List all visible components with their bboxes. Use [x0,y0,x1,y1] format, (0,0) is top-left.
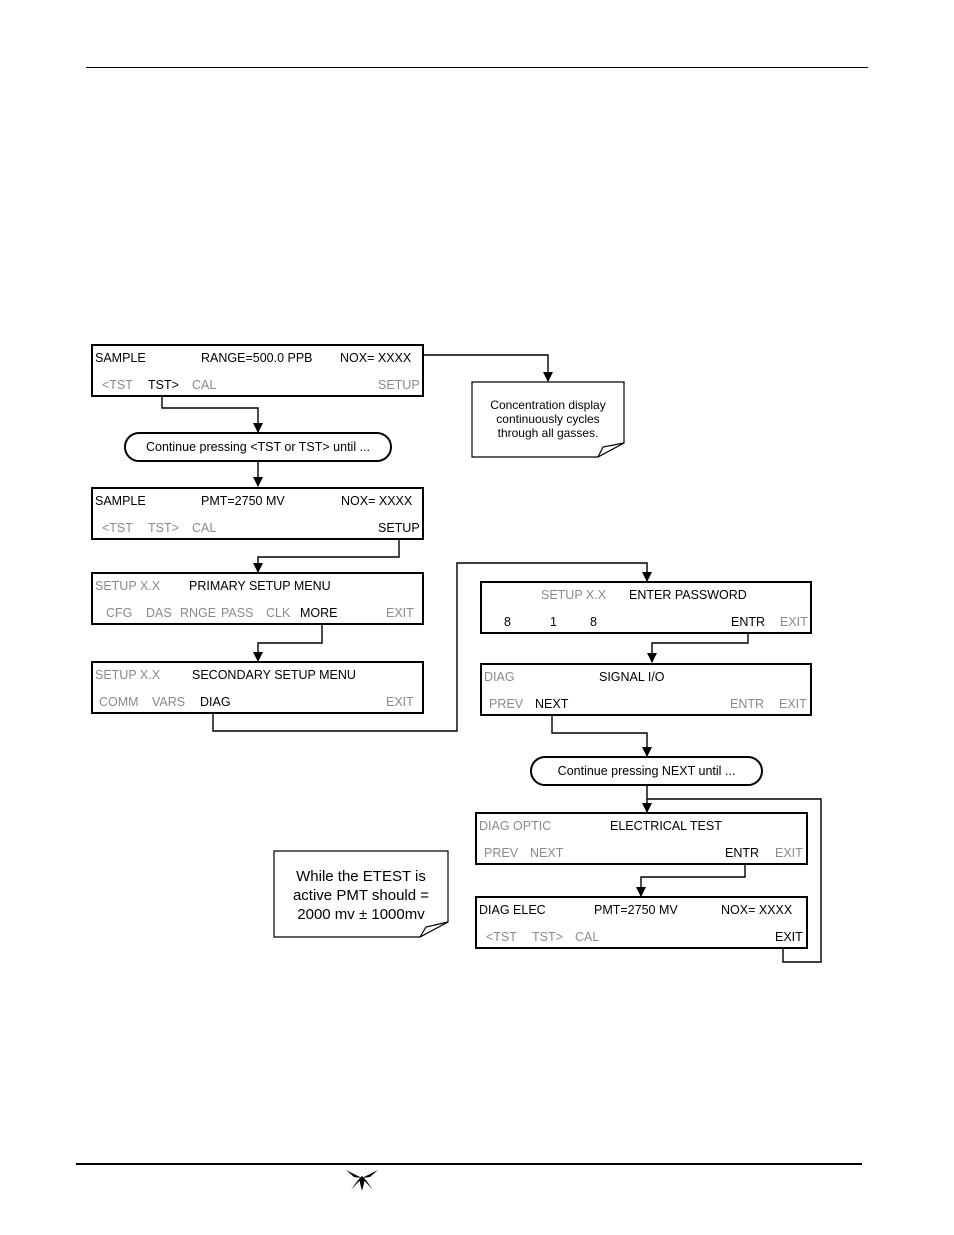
note-line: continuously cycles [496,412,600,426]
nox-readout: NOX= XXXX [340,351,412,365]
setup-version-label: SETUP X.X [95,668,161,682]
rnge-key[interactable]: RNGE [180,606,217,620]
bottom-rule [76,1163,862,1165]
screen-diag-elec: DIAG ELEC PMT=2750 MV NOX= XXXX <TST TST… [475,896,808,949]
menu-title: SECONDARY SETUP MENU [192,668,356,682]
entr-key[interactable]: ENTR [730,697,765,711]
entr-key[interactable]: ENTR [725,846,760,860]
diag-function-title: ELECTRICAL TEST [610,819,722,833]
screen-sample-pmt: SAMPLE PMT=2750 MV NOX= XXXX <TST TST> C… [91,487,424,540]
wire-nox-to-note [424,354,553,382]
tst-prev-key[interactable]: <TST [102,521,133,535]
pmt-readout: PMT=2750 MV [594,903,678,917]
wire-tst-to-oval [161,395,263,433]
diag-label: DIAG OPTIC [479,819,552,833]
note-line: active PMT should = [292,887,430,904]
screen-enter-password: SETUP X.X ENTER PASSWORD 8 1 8 ENTR EXIT [480,581,812,634]
note-line: 2000 mv ± 1000mv [297,906,425,923]
pass-key[interactable]: PASS [221,606,254,620]
wire-diag-to-password [212,562,652,732]
setup-version-label: SETUP X.X [541,588,607,602]
menu-title: PRIMARY SETUP MENU [189,579,331,593]
digit-key-3[interactable]: 8 [590,615,597,629]
exit-key[interactable]: EXIT [780,615,808,629]
diag-label: DIAG [484,670,515,684]
exit-key[interactable]: EXIT [386,695,414,709]
wire-next-to-oval [551,714,652,757]
prev-key[interactable]: PREV [484,846,519,860]
nox-readout: NOX= XXXX [721,903,793,917]
cal-key[interactable]: CAL [575,930,600,944]
range-readout: RANGE=500.0 PPB [201,351,313,365]
oval-text: Continue pressing [557,764,662,778]
screen-primary-setup-menu: SETUP X.X PRIMARY SETUP MENU CFG DAS RNG… [91,572,424,625]
oval-text: or [280,440,299,454]
diag-key[interactable]: DIAG [200,695,231,709]
note-box-etest [273,850,449,938]
vars-key[interactable]: VARS [152,695,186,709]
note-line: While the ETEST is [296,868,426,885]
wire-entr-to-elec [636,864,746,897]
exit-key[interactable]: EXIT [775,930,803,944]
more-key[interactable]: MORE [300,606,338,620]
note-line: Concentration display [490,398,606,412]
screen-secondary-setup-menu: SETUP X.X SECONDARY SETUP MENU COMM VARS… [91,661,424,714]
das-key[interactable]: DAS [146,606,172,620]
setup-key[interactable]: SETUP [378,378,420,392]
oval-key-tst-next: TST> [298,440,330,454]
note-etest-pmt: While the ETEST is active PMT should = 2… [274,867,448,924]
tst-next-key[interactable]: TST> [532,930,563,944]
pmt-readout: PMT=2750 MV [201,494,285,508]
screen-diag-signal-io: DIAG SIGNAL I/O PREV NEXT ENTR EXIT [480,663,812,716]
cfg-key[interactable]: CFG [106,606,133,620]
oval-text: Continue pressing [146,440,251,454]
oval-key-next: NEXT [661,764,696,778]
oval-text: until ... [695,764,736,778]
tst-prev-key[interactable]: <TST [102,378,133,392]
digit-key-1[interactable]: 8 [504,615,511,629]
exit-key[interactable]: EXIT [386,606,414,620]
oval-text: until ... [329,440,370,454]
wire-setup-to-s3 [253,538,400,573]
continue-pressing-next-oval: Continue pressing NEXT until ... [530,756,763,786]
exit-key[interactable]: EXIT [775,846,803,860]
wire-more-to-s4 [253,624,323,662]
clk-key[interactable]: CLK [266,606,291,620]
entr-key[interactable]: ENTR [731,615,766,629]
wire-entr-to-signal [647,632,749,663]
note-concentration-display: Concentration display continuously cycle… [472,398,624,440]
screen-sample-range: SAMPLE RANGE=500.0 PPB NOX= XXXX <TST TS… [91,344,424,397]
password-prompt: ENTER PASSWORD [629,588,747,602]
cal-key[interactable]: CAL [192,378,217,392]
screen-diag-electrical-test: DIAG OPTIC ELECTRICAL TEST PREV NEXT ENT… [475,812,808,865]
exit-key[interactable]: EXIT [779,697,807,711]
wire-exit-loop [647,798,822,963]
screen-mode-label: SAMPLE [95,351,146,365]
next-key[interactable]: NEXT [535,697,569,711]
tst-next-key[interactable]: TST> [148,378,179,392]
note-line: through all gasses. [497,426,599,440]
diag-elec-label: DIAG ELEC [479,903,546,917]
prev-key[interactable]: PREV [489,697,524,711]
oval-key-tst-prev: <TST [250,440,281,454]
diag-function-title: SIGNAL I/O [599,670,665,684]
note-box-concentration [471,381,625,458]
nox-readout: NOX= XXXX [341,494,413,508]
next-key[interactable]: NEXT [530,846,564,860]
screen-mode-label: SAMPLE [95,494,146,508]
cal-key[interactable]: CAL [192,521,217,535]
tst-next-key[interactable]: TST> [148,521,179,535]
setup-key[interactable]: SETUP [378,521,420,535]
top-rule [86,67,868,68]
digit-key-2[interactable]: 1 [550,615,557,629]
continue-pressing-tst-oval: Continue pressing <TST or TST> until ... [124,432,392,462]
tst-prev-key[interactable]: <TST [486,930,517,944]
setup-version-label: SETUP X.X [95,579,161,593]
company-logo-icon [346,1170,378,1191]
comm-key[interactable]: COMM [99,695,139,709]
